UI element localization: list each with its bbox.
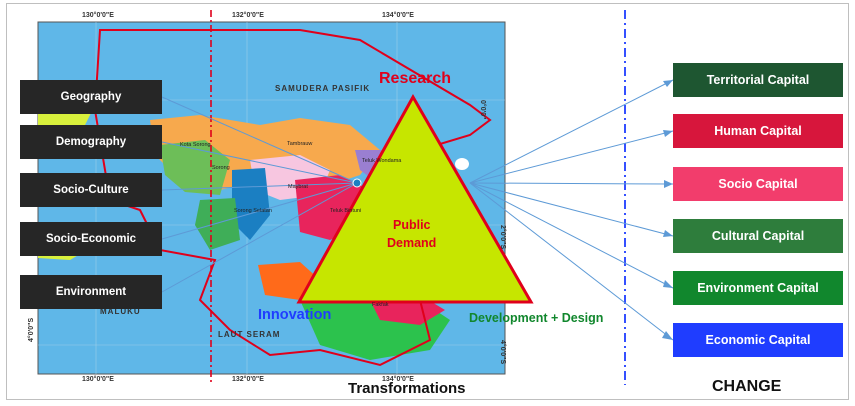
input-box-geography: Geography xyxy=(20,80,162,114)
region-maybrat: Maybrat xyxy=(288,184,308,190)
public-demand-line-1: Public xyxy=(393,218,431,232)
connector-socio-culture xyxy=(161,182,358,191)
connector-socio-economic xyxy=(161,182,358,240)
arrowheads xyxy=(662,80,673,340)
public-demand-line-2: Demand xyxy=(387,236,437,250)
focus-point xyxy=(352,178,362,188)
region-teluk-wondama: Teluk Wondama xyxy=(362,158,402,164)
output-box-territorial-capital: Territorial Capital xyxy=(673,63,843,97)
coord-right-1: 0°0'0" xyxy=(479,100,486,120)
coord-right-2: 2°0'0"S xyxy=(499,225,506,250)
connector-geography xyxy=(161,96,358,184)
coord-bottom-2: 132°0'0"E xyxy=(232,376,264,383)
connector-demography xyxy=(161,141,358,184)
output-box-human-capital: Human Capital xyxy=(673,114,843,148)
research-label: Research xyxy=(379,70,452,87)
input-connectors xyxy=(161,96,358,293)
maluku-label: MALUKU xyxy=(100,307,141,316)
sea-label-pacific: SAMUDERA PASIFIK xyxy=(275,84,371,93)
development-design-label: Development + Design xyxy=(469,311,604,325)
output-box-economic-capital: Economic Capital xyxy=(673,323,843,357)
connector-environment xyxy=(161,182,358,293)
innovation-label: Innovation xyxy=(258,307,332,323)
region-kota-sorong: Kota Sorong xyxy=(180,142,211,148)
coord-top-2: 132°0'0"E xyxy=(232,12,264,19)
output-box-environment-capital: Environment Capital xyxy=(673,271,843,305)
coord-bottom-3: 134°0'0"E xyxy=(382,376,414,383)
diagram-frame xyxy=(6,3,849,400)
connector-economic xyxy=(469,182,674,341)
coord-bottom-1: 130°0'0"E xyxy=(82,376,114,383)
region-sorong-selatan: Sorong Selatan xyxy=(234,208,272,214)
region-fakfak: Fakfak xyxy=(372,302,389,308)
map-land-green-south xyxy=(195,198,240,250)
region-tambrauw: Tambrauw xyxy=(287,141,313,147)
public-demand-triangle xyxy=(296,93,534,304)
connector-socio xyxy=(469,182,674,185)
map-land-sorong xyxy=(160,140,230,195)
sea-label-seram: LAUT SERAM xyxy=(218,330,281,339)
input-box-socio-economic: Socio-Economic xyxy=(20,222,162,256)
region-teluk-bintuni: Teluk Bintuni xyxy=(330,208,362,214)
coord-top-3: 134°0'0"E xyxy=(382,12,414,19)
connector-environment-capital xyxy=(469,182,674,289)
connector-human xyxy=(469,130,674,184)
connector-territorial xyxy=(469,79,674,184)
input-box-socio-culture: Socio-Culture xyxy=(20,173,162,207)
connector-cultural xyxy=(469,182,674,237)
output-connectors xyxy=(469,79,674,341)
transformations-label: Transformations xyxy=(348,380,466,397)
change-label: CHANGE xyxy=(712,378,782,395)
input-box-demography: Demography xyxy=(20,125,162,159)
input-box-environment: Environment xyxy=(20,275,162,309)
coord-top-1: 130°0'0"E xyxy=(82,12,114,19)
map-land-east-island xyxy=(455,158,469,170)
output-box-socio-capital: Socio Capital xyxy=(673,167,843,201)
coord-left-1: 4°0'0"S xyxy=(28,317,35,342)
output-box-cultural-capital: Cultural Capital xyxy=(673,219,843,253)
region-sorong: Sorong xyxy=(212,165,230,171)
coord-right-3: 4°0'0"S xyxy=(499,340,506,365)
